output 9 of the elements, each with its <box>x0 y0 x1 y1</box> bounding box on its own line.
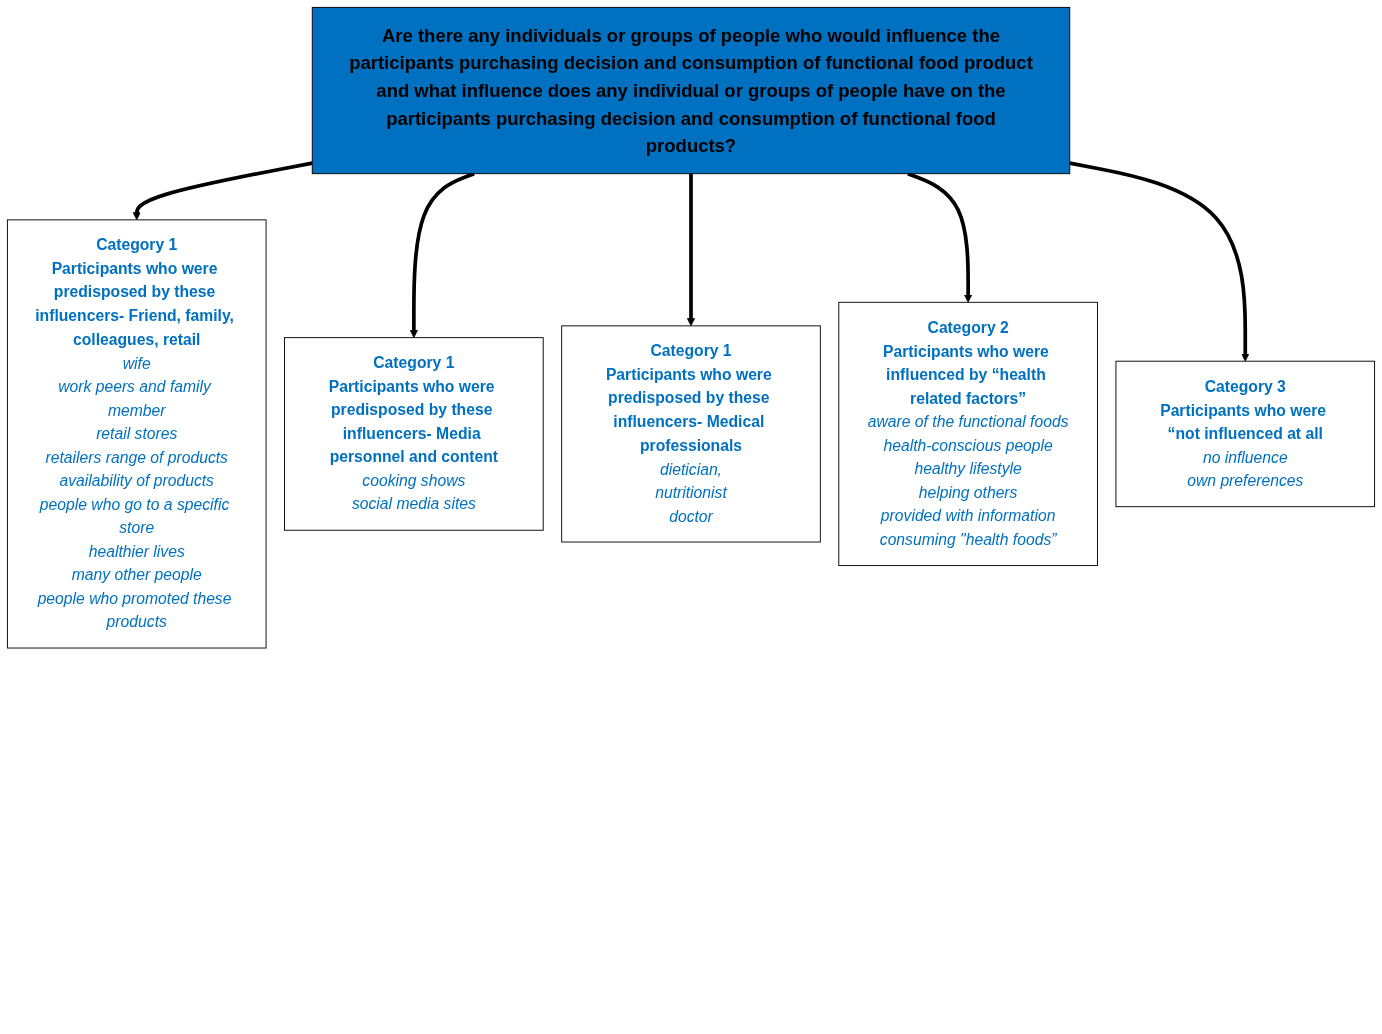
node-box: Category 3 Participants who were “not influenced at all no influence own preferences <box>1115 360 1376 508</box>
node-box: Are there any individuals or groups of people who would influence the participants purchasing decision and consumption of functional food product and what influence does any individual or groups of people have on the participants purchasing decision and consumption of functional food products? <box>311 6 1071 175</box>
arrow <box>1069 161 1250 362</box>
node-box: Category 1 Participants who were predisposed by these influencers- Medical professionals dietician, nutritionist doctor <box>561 325 821 543</box>
node-box: Category 1 Participants who were predisposed by these influencers- Friend, family, colleagues, retail wife work peers and family member retail stores retailers range of products availability of products people who go to a specific store healthier lives many other people people who promoted these products <box>6 219 267 649</box>
node-box: Category 2 Participants who were influenced by “health related factors” aware of the functional foods health-conscious people healthy lifestyle helping others provided with information consuming "health foods” <box>838 301 1098 567</box>
arrow <box>686 173 696 327</box>
arrow <box>132 161 313 221</box>
node-box: Category 1 Participants who were predisposed by these influencers- Media personnel and content cooking shows social media sites <box>284 337 544 531</box>
